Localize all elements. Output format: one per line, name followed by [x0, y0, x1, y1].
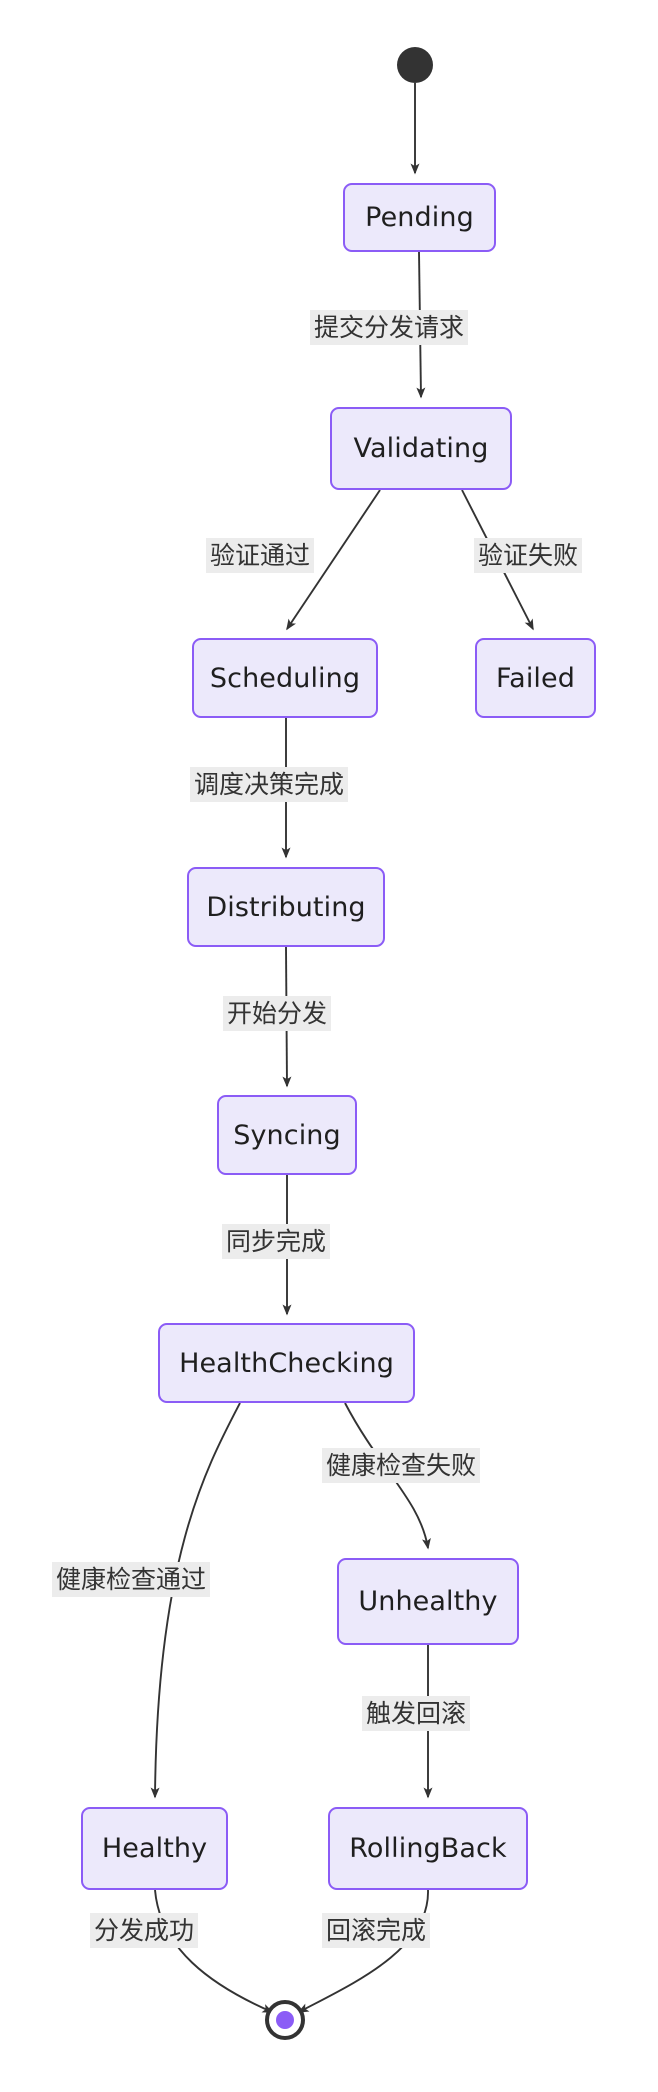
state-node-validating[interactable]: Validating — [330, 407, 512, 490]
edge-label-validation-failed: 验证失败 — [474, 538, 583, 573]
end-state-inner-dot — [276, 2011, 294, 2029]
edge-label-scheduling-done: 调度决策完成 — [190, 767, 349, 802]
state-label-pending: Pending — [365, 202, 474, 233]
state-label-healthy: Healthy — [101, 1833, 208, 1864]
state-label-syncing: Syncing — [233, 1119, 341, 1151]
state-label-healthchecking: HealthChecking — [179, 1347, 394, 1379]
state-node-healthy[interactable]: Healthy — [81, 1807, 228, 1890]
edge-validating-to-scheduling — [286, 489, 381, 631]
edge-label-validation-passed: 验证通过 — [206, 538, 315, 573]
edge-label-submit-request: 提交分发请求 — [310, 310, 469, 345]
edge-label-distribution-success: 分发成功 — [90, 1913, 199, 1948]
state-label-unhealthy: Unhealthy — [358, 1586, 498, 1617]
state-node-syncing[interactable]: Syncing — [217, 1095, 357, 1175]
state-label-validating: Validating — [353, 433, 489, 464]
edge-label-sync-complete: 同步完成 — [222, 1224, 331, 1259]
state-node-unhealthy[interactable]: Unhealthy — [337, 1558, 519, 1645]
start-state-node[interactable] — [397, 47, 433, 83]
state-node-pending[interactable]: Pending — [343, 183, 496, 252]
state-node-healthchecking[interactable]: HealthChecking — [158, 1323, 415, 1403]
edge-label-healthcheck-failed: 健康检查失败 — [322, 1448, 481, 1483]
edge-healthchecking-to-healthy — [150, 1402, 241, 1799]
state-label-scheduling: Scheduling — [209, 662, 361, 694]
edge-label-start-distribution: 开始分发 — [223, 996, 332, 1031]
edge-healthy-to-end — [154, 1889, 274, 2013]
state-node-distributing[interactable]: Distributing — [187, 867, 385, 947]
state-node-scheduling[interactable]: Scheduling — [192, 638, 378, 718]
state-label-rollingback: RollingBack — [349, 1833, 507, 1864]
state-node-rollingback[interactable]: RollingBack — [328, 1807, 528, 1890]
state-label-failed: Failed — [496, 662, 575, 694]
edge-label-rollback-complete: 回滚完成 — [322, 1913, 431, 1948]
state-node-failed[interactable]: Failed — [475, 638, 596, 718]
edge-label-healthcheck-passed: 健康检查通过 — [52, 1562, 211, 1597]
state-label-distributing: Distributing — [206, 891, 366, 923]
edge-label-trigger-rollback: 触发回滚 — [362, 1696, 471, 1731]
edge-rollingback-to-end — [297, 1889, 429, 2013]
end-state-node[interactable] — [265, 2000, 305, 2040]
